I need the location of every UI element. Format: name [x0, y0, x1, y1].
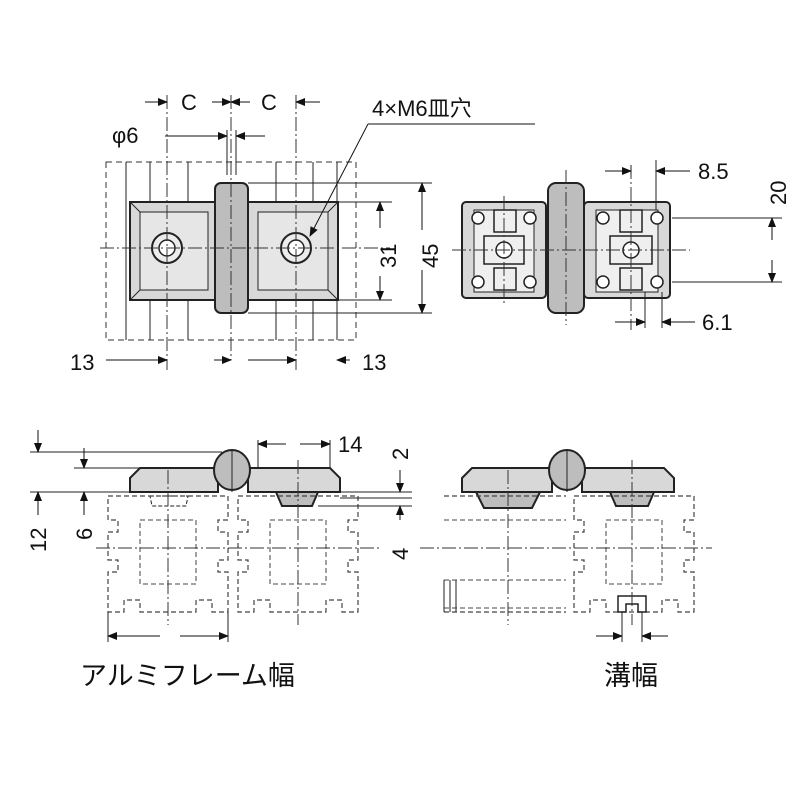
side-view-right: 溝幅 — [420, 449, 712, 692]
label-4: 4 — [388, 548, 413, 560]
label-20: 20 — [766, 181, 791, 205]
side-right-leaf — [247, 467, 341, 493]
label-12: 12 — [26, 528, 51, 552]
side2-left-leaf — [461, 467, 553, 493]
label-phi6: φ6 — [112, 123, 139, 148]
label-45: 45 — [418, 244, 443, 268]
label-13-left: 13 — [70, 350, 94, 375]
label-holes: 4×M6皿穴 — [372, 96, 472, 121]
label-groove-width: 溝幅 — [604, 661, 658, 692]
label-6-1: 6.1 — [702, 310, 733, 335]
front-view: C C φ6 4×M6皿穴 13 13 31 45 — [70, 90, 535, 375]
label-2: 2 — [388, 448, 413, 460]
frame-long-left — [443, 495, 566, 613]
tnut-right — [274, 491, 320, 507]
label-c-right: C — [261, 90, 277, 115]
side2-right-leaf — [581, 467, 675, 493]
side-view-left: 12 6 14 2 4 アルミフレーム幅 — [26, 430, 413, 692]
side-left-leaf — [129, 467, 219, 493]
back-view: 8.5 20 6.1 — [452, 159, 791, 335]
label-6: 6 — [72, 528, 97, 540]
frame-profile-right2 — [573, 495, 695, 613]
label-14: 14 — [338, 432, 362, 457]
label-13-right: 13 — [362, 350, 386, 375]
back-right-pattern — [595, 209, 664, 293]
label-c-left: C — [181, 90, 197, 115]
label-31: 31 — [376, 244, 401, 268]
label-frame-width: アルミフレーム幅 — [80, 661, 295, 692]
label-8-5: 8.5 — [698, 159, 729, 184]
